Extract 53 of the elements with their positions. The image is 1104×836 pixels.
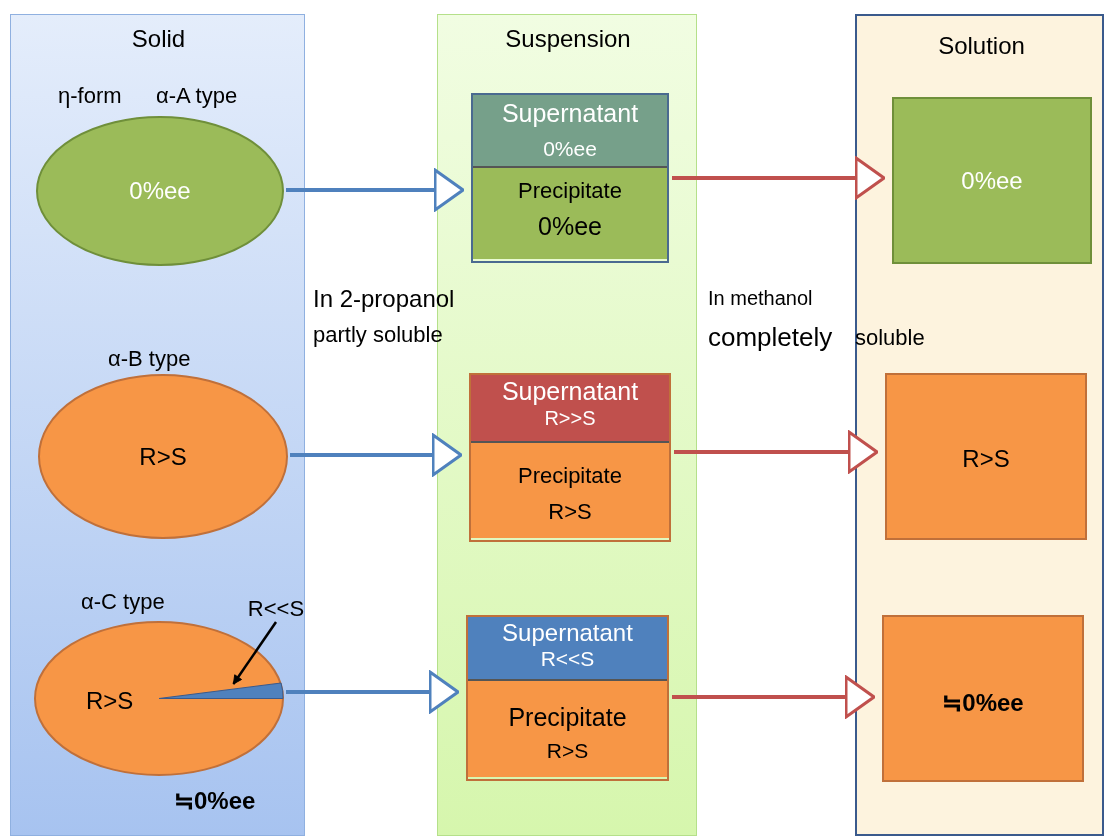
ee-value: 0%ee <box>537 212 603 241</box>
column-title: Suspension <box>504 25 632 53</box>
block-arrow <box>286 168 465 212</box>
column-title: Solid <box>130 25 187 53</box>
ratio-label: R<<S <box>539 647 596 671</box>
solution-box <box>882 615 1084 782</box>
ratio-label: R>>S <box>543 407 597 430</box>
form-label: α-B type <box>108 346 191 372</box>
note-text: partly soluble <box>313 322 443 348</box>
block-arrow <box>286 670 460 714</box>
leader-line <box>232 621 278 685</box>
layer-title: Supernatant <box>500 99 640 128</box>
block-arrow <box>290 433 463 477</box>
layer-title: Precipitate <box>507 703 628 732</box>
ee-value: ≒0%ee <box>941 689 1025 717</box>
note-text: In 2-propanol <box>313 285 455 313</box>
layer-band <box>471 443 669 538</box>
layer-band <box>468 617 667 681</box>
note-text: completely <box>708 322 833 353</box>
ratio-label: R>S <box>545 739 590 763</box>
layered-box <box>469 373 671 542</box>
layer-band <box>468 681 667 777</box>
column-title: Solution <box>937 32 1026 60</box>
ratio-label: R>S <box>547 499 593 525</box>
solution-box <box>885 373 1087 540</box>
column-panel <box>10 14 305 836</box>
ee-value: 0%ee <box>960 167 1024 195</box>
form-label: α-A type <box>156 83 238 109</box>
layer-band <box>473 95 667 168</box>
layered-box <box>471 93 669 263</box>
ee-value: 0%ee <box>128 177 192 205</box>
note-text: In methanol <box>708 287 813 310</box>
layer-title: Supernatant <box>501 619 634 647</box>
column-panel <box>855 14 1104 836</box>
block-arrow <box>674 430 879 474</box>
pie-slice <box>158 682 284 699</box>
ratio-label: R<<S <box>246 596 306 622</box>
layer-title: Supernatant <box>500 377 640 406</box>
layered-box <box>466 615 669 781</box>
layer-band <box>471 375 669 443</box>
solution-box <box>892 97 1092 264</box>
block-arrow <box>672 675 876 719</box>
layer-title: Precipitate <box>517 178 623 204</box>
layer-band <box>473 168 667 259</box>
ratio-label: R>S <box>961 445 1011 473</box>
ratio-label: R>S <box>86 687 134 715</box>
layer-title: Precipitate <box>517 463 623 489</box>
form-label: α-C type <box>81 589 165 615</box>
form-label: η-form <box>58 83 122 109</box>
ee-value: 0%ee <box>542 137 598 161</box>
ratio-label: R>S <box>138 443 188 471</box>
ee-value: ≒0%ee <box>174 787 256 815</box>
block-arrow <box>672 156 886 200</box>
